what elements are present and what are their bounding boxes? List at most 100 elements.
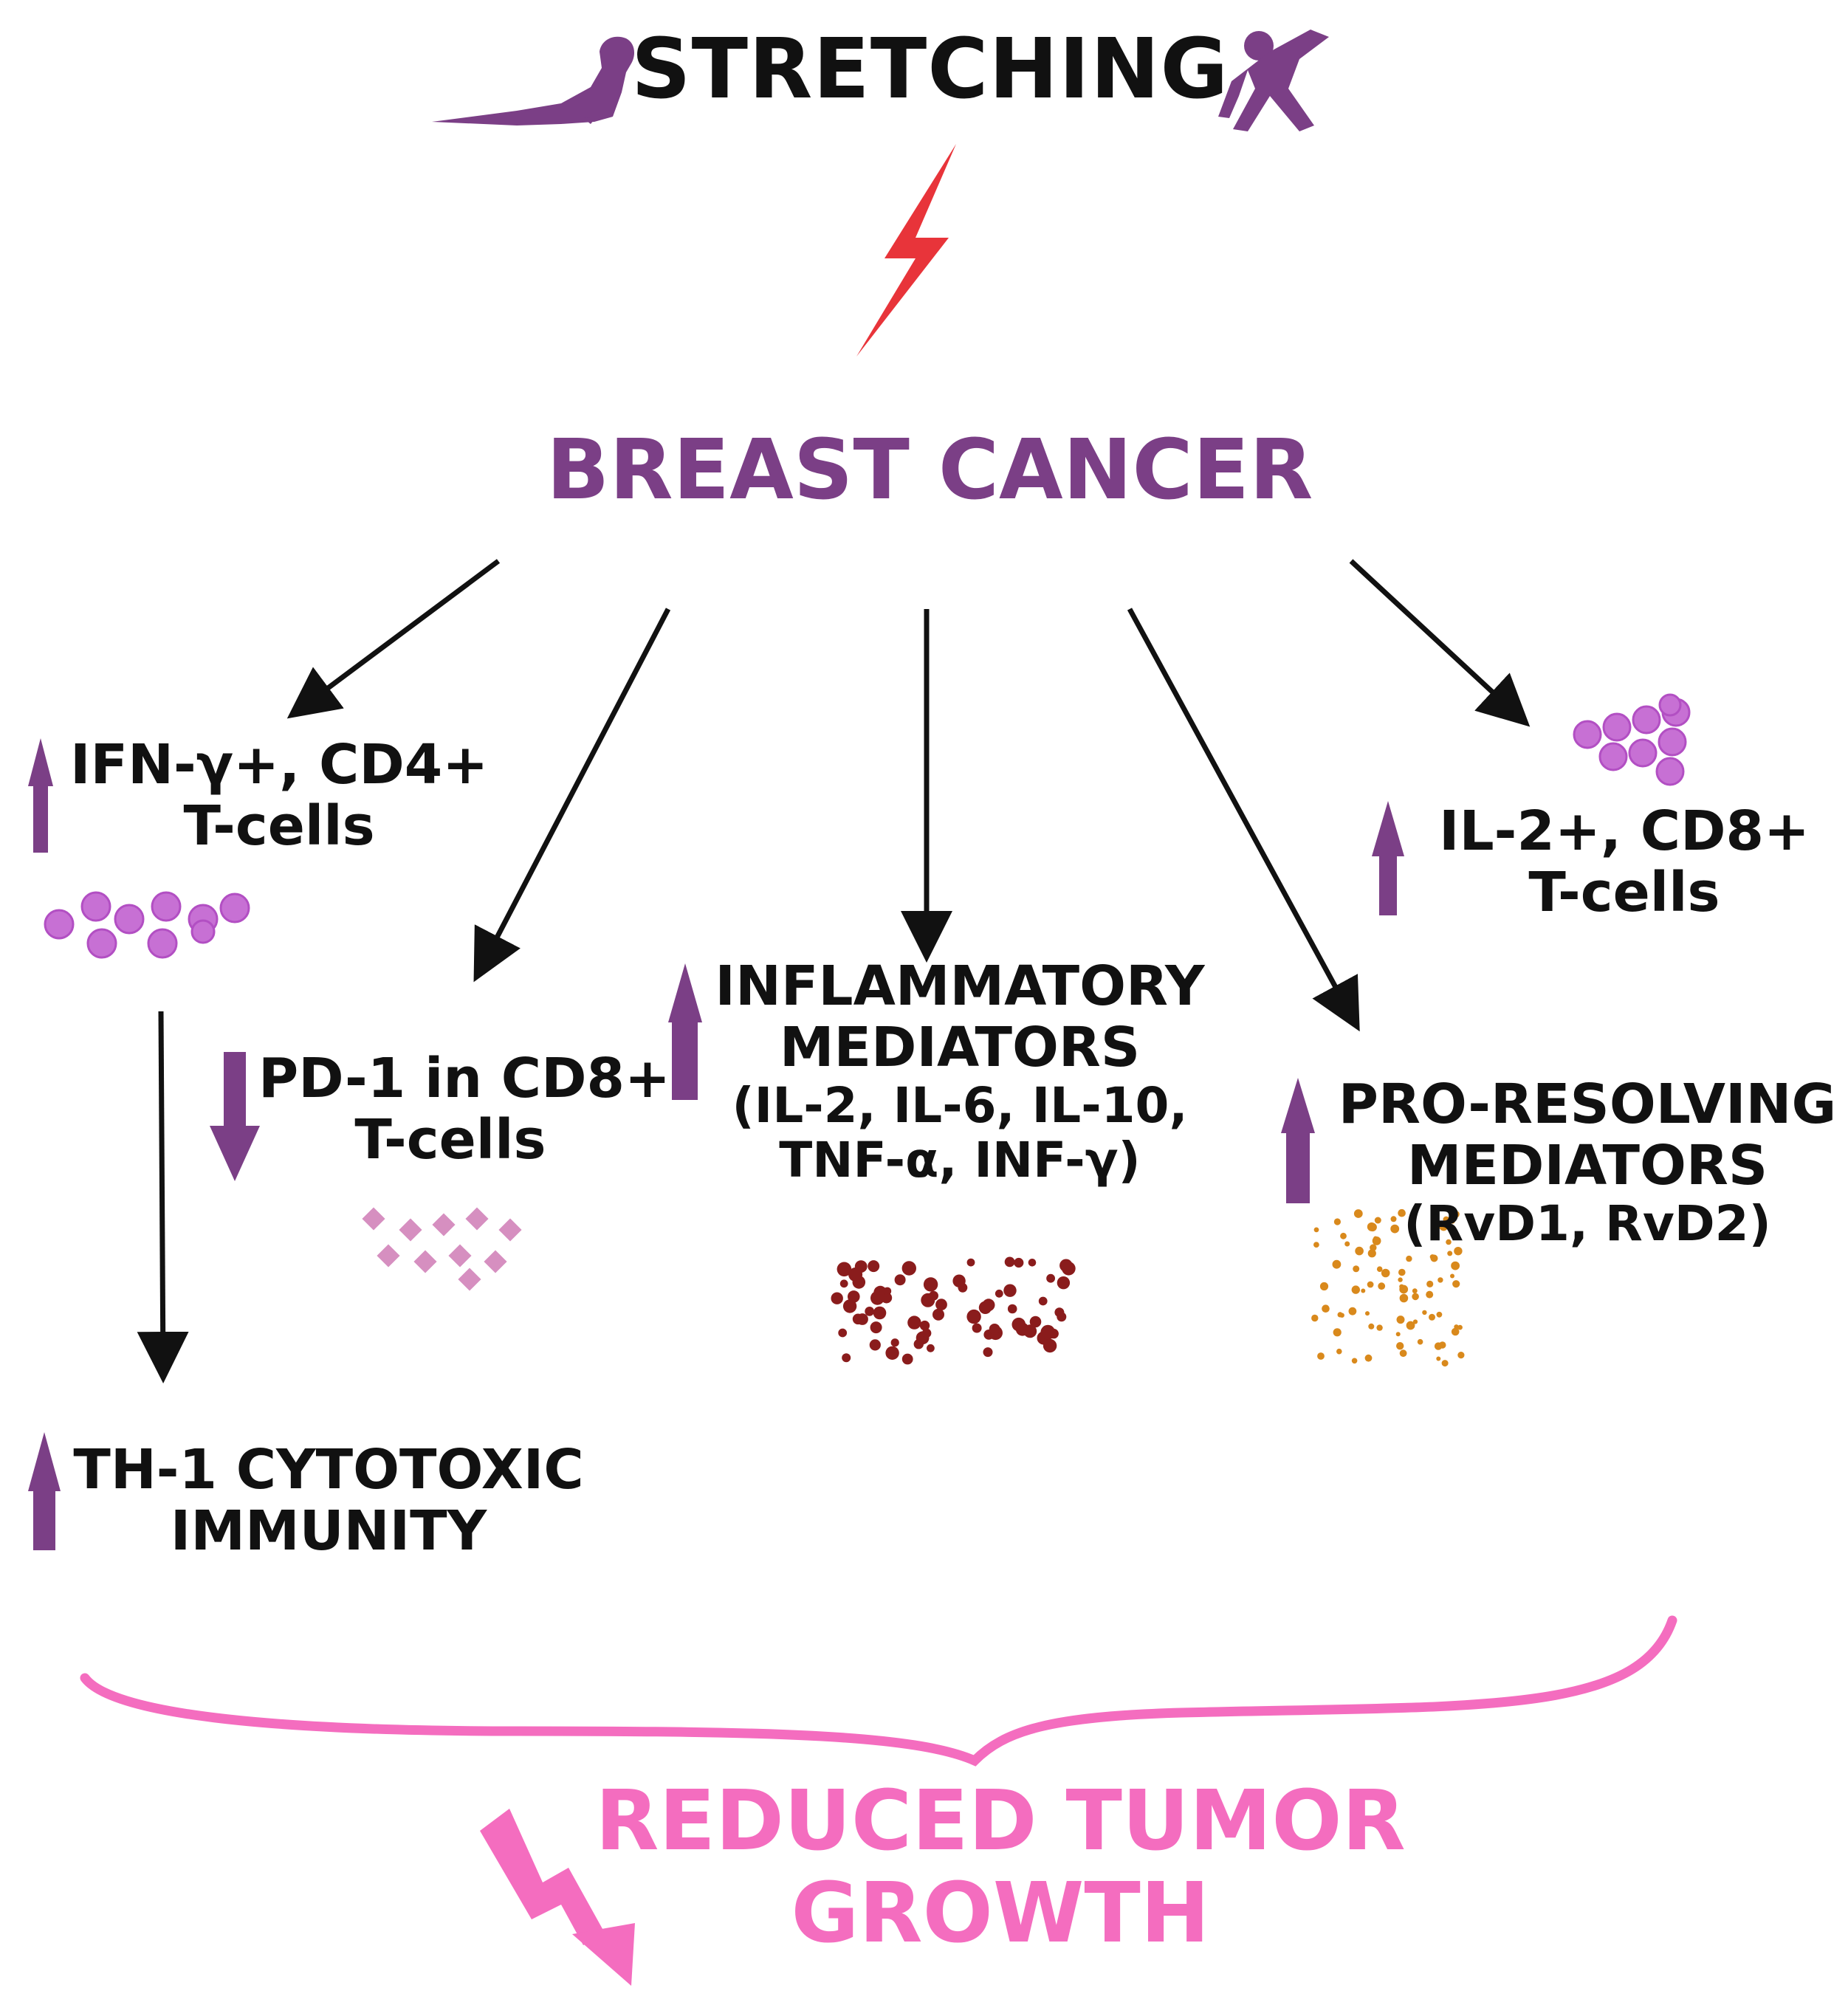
proresolving-dot (1390, 1216, 1397, 1222)
proresolving-dot (1390, 1224, 1400, 1234)
proresolving-dot (1429, 1313, 1435, 1321)
inflammatory-dot (1007, 1304, 1017, 1314)
proresolving-dot (1367, 1249, 1376, 1258)
inflammatory-dot (966, 1309, 981, 1324)
proresolving-dot (1396, 1342, 1404, 1350)
inflammatory-dot (842, 1299, 857, 1313)
inflammatory-dot (894, 1274, 906, 1286)
inflammatory-dot (932, 1308, 944, 1321)
proresolving-dot (1399, 1349, 1407, 1358)
inflammatory-dot (1040, 1324, 1056, 1340)
proresolving-dot (1396, 1316, 1405, 1324)
inflammatory-dot (1042, 1338, 1057, 1353)
inflammatory-dot (856, 1313, 868, 1325)
proresolving-dot (1367, 1222, 1376, 1231)
proresolving-dot (1351, 1285, 1361, 1294)
inflammatory-dots-cluster (831, 1256, 1076, 1365)
ifn-cd4-label: IFN-γ+, CD4+ T-cells (70, 735, 488, 857)
proresolving-dot (1381, 1268, 1390, 1278)
inflammatory-dot (913, 1339, 924, 1349)
inflammatory-dot (1028, 1259, 1037, 1267)
yoga-cobra-pose-icon (432, 36, 635, 125)
inflam-line1: INFLAMMATORY (715, 955, 1205, 1018)
proresolving-dots-cluster (1311, 1208, 1465, 1367)
inflam-line3: (IL-2, IL-6, IL-10, (732, 1076, 1188, 1134)
pd1-label: PD-1 in CD8+ T-cells (258, 1048, 670, 1172)
proresolving-dot (1353, 1265, 1360, 1273)
arrow-to-pd1 (473, 608, 671, 983)
proresolving-dot (1451, 1261, 1460, 1270)
ifn-line2: T-cells (183, 794, 375, 858)
inflammatory-dot (854, 1260, 868, 1273)
proresolving-dot (1376, 1266, 1383, 1272)
inflammatory-dot (890, 1338, 899, 1347)
up-arrow-icon (1372, 801, 1404, 915)
proresolving-dot (1319, 1282, 1329, 1291)
inflammatory-dot (837, 1262, 852, 1277)
proresolving-dot (1399, 1284, 1404, 1290)
up-arrow-icon (28, 1432, 61, 1550)
proresolving-dot (1447, 1251, 1453, 1256)
proresolving-dot (1313, 1227, 1319, 1233)
proresolving-dot (1443, 1216, 1450, 1223)
proresolving-dot (1457, 1352, 1465, 1359)
proresolving-dot (1437, 1277, 1443, 1283)
proresolving-dot (1441, 1360, 1449, 1367)
inflammatory-dot (907, 1316, 921, 1330)
outcome-label: REDUCED TUMOR GROWTH (583, 1775, 1418, 1961)
proresolving-dot (1412, 1293, 1419, 1301)
proresolving-dot (1364, 1354, 1373, 1362)
lightning-bolt-icon (856, 144, 956, 357)
proresolving-dot (1398, 1268, 1406, 1276)
arrow-to-proresolving (1127, 608, 1360, 1032)
inflammatory-dot (838, 1328, 848, 1338)
proresolving-dot (1311, 1314, 1319, 1322)
inflammatory-dot (921, 1328, 932, 1338)
proresolving-dot (1376, 1324, 1383, 1331)
proresolving-dot (1317, 1352, 1325, 1360)
proresolving-dot (1426, 1280, 1434, 1287)
proresolving-dot (1322, 1304, 1330, 1313)
inflammatory-dot (885, 1346, 899, 1361)
proresolving-dot (1395, 1332, 1401, 1337)
up-arrow-icon (668, 963, 702, 1100)
proresolving-dot (1374, 1217, 1381, 1224)
down-arrow-icon (210, 1052, 260, 1181)
proresolving-dot (1368, 1323, 1375, 1330)
up-arrow-icon (1281, 1078, 1315, 1203)
cd4-cells-cluster (44, 891, 250, 959)
pd1-line2: T-cells (354, 1107, 546, 1172)
inflammatory-dot (921, 1293, 935, 1307)
inflammatory-dot (839, 1279, 848, 1288)
inflammatory-dot (883, 1287, 892, 1296)
inflammatory-label: INFLAMMATORY MEDIATORS (IL-2, IL-6, IL-1… (709, 956, 1211, 1188)
title: STRETCHING (631, 21, 1229, 117)
proresolving-dot (1344, 1241, 1350, 1247)
ifn-line1: IFN-γ+, CD4+ (70, 733, 489, 797)
inflammatory-dot (1029, 1316, 1042, 1328)
th1-line1: TH-1 CYTOTOXIC (73, 1438, 584, 1502)
inflammatory-dot (982, 1299, 995, 1312)
inflammatory-dot (869, 1339, 881, 1351)
inflammatory-dot (972, 1323, 982, 1333)
inflammatory-dot (983, 1347, 993, 1358)
inflammatory-dot (865, 1307, 875, 1316)
proresolving-dot (1399, 1293, 1409, 1303)
inflammatory-dot (935, 1299, 947, 1311)
proresolving-dot (1426, 1290, 1434, 1299)
zigzag-down-arrow-icon (480, 1809, 635, 1986)
arrow-to-il2 (1349, 559, 1531, 727)
proresolving-dot (1446, 1239, 1452, 1245)
proresolving-dot (1378, 1282, 1386, 1290)
inflammatory-dot (870, 1321, 882, 1334)
proresolving-dot (1336, 1348, 1342, 1355)
proresolving-dot (1436, 1356, 1441, 1361)
inflammatory-dot (989, 1324, 1000, 1335)
inflammatory-dot (966, 1258, 975, 1267)
inflammatory-dot (923, 1277, 938, 1292)
proresolving-dot (1370, 1244, 1377, 1251)
proresolving-dot (1430, 1254, 1438, 1262)
proresolving-dot (1313, 1242, 1319, 1248)
pro-line2: MEDIATORS (1406, 1133, 1768, 1197)
